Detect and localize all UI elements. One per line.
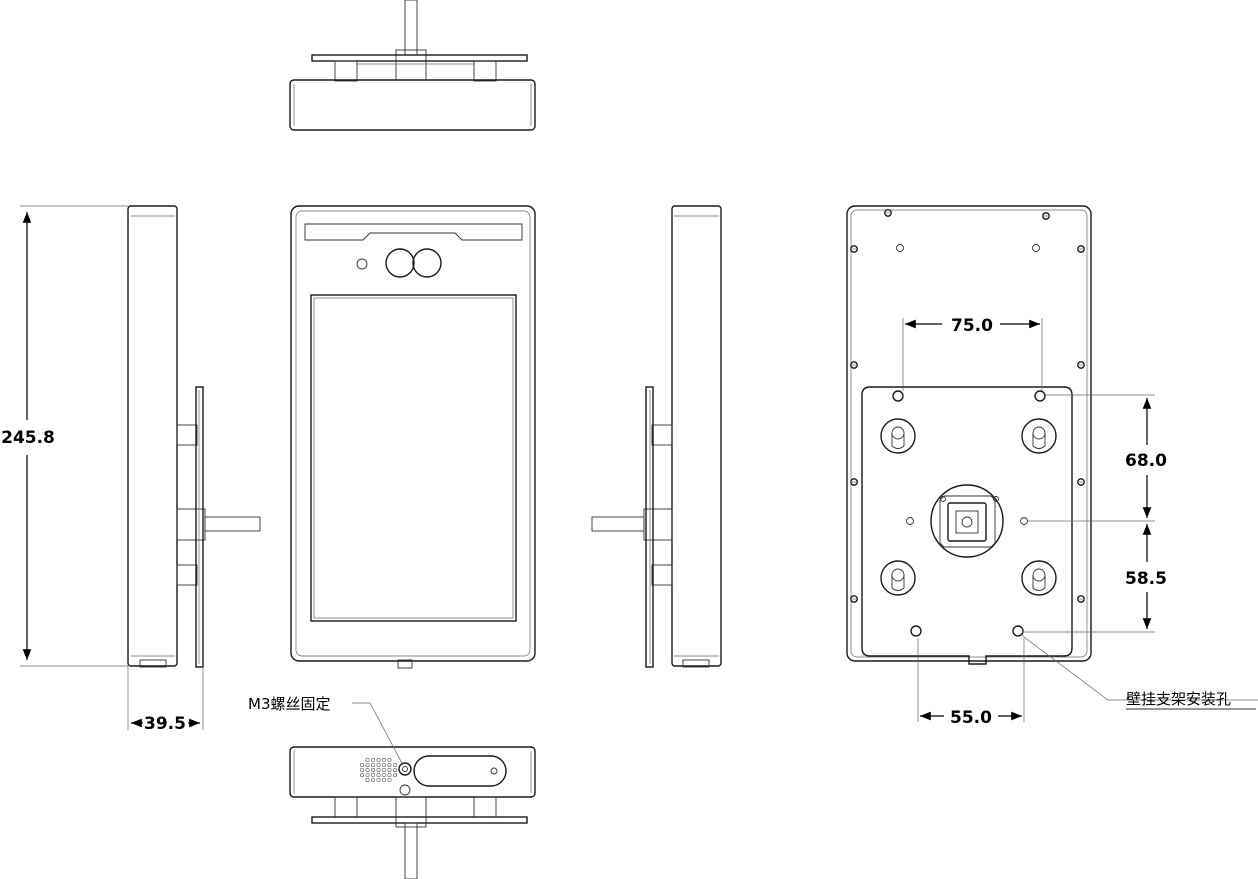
screw-icon (850, 478, 858, 486)
speaker-hole (370, 772, 376, 778)
speaker-hole (392, 762, 398, 768)
screw-icon (850, 245, 858, 253)
speaker-hole (392, 772, 398, 778)
screw-icon (850, 595, 858, 603)
screw-icon (1077, 478, 1085, 486)
bottom-view (289, 746, 536, 879)
left-side-view (127, 205, 261, 668)
speaker-hole (381, 767, 387, 773)
screw-icon (1077, 361, 1085, 369)
speaker-hole (387, 767, 392, 773)
speaker-hole (365, 762, 370, 768)
rear-view (846, 205, 1092, 665)
hole-horizontal-bottom-label: 55.0 (950, 708, 992, 728)
speaker-hole (387, 757, 392, 763)
speaker-hole (365, 757, 370, 763)
m3-screw-note: M3螺丝固定 (248, 695, 404, 766)
speaker-hole (370, 757, 376, 763)
wall-bracket-label: 壁挂支架安装孔 (1126, 690, 1231, 708)
dimension-hole-horizontal-top: 75.0 (902, 316, 1043, 391)
screw-icon (850, 361, 858, 369)
speaker-hole (376, 767, 381, 773)
dimension-height: 245.8 (1, 205, 128, 667)
height-dimension-label: 245.8 (1, 428, 55, 448)
keyhole-slot (880, 418, 916, 454)
speaker-hole (381, 777, 387, 783)
dimension-hole-horizontal-bottom: 55.0 (917, 638, 1025, 728)
speaker-hole (370, 762, 376, 768)
hole-vertical-lower-label: 58.5 (1125, 569, 1167, 589)
speaker-hole (381, 762, 387, 768)
dimension-hole-vertical: 68.0 58.5 (1022, 394, 1167, 633)
top-view (289, 0, 536, 131)
m3-screw-label: M3螺丝固定 (248, 695, 331, 713)
speaker-hole (381, 772, 387, 778)
speaker-hole (392, 767, 398, 773)
hole-vertical-upper-label: 68.0 (1125, 451, 1167, 471)
keyhole-slot (880, 560, 916, 596)
speaker-hole (370, 777, 376, 783)
speaker-hole (387, 762, 392, 768)
rear-screws (850, 209, 1085, 603)
speaker-hole (365, 767, 370, 773)
screw-icon (1077, 245, 1085, 253)
speaker-hole (359, 762, 365, 768)
speaker-hole (365, 777, 370, 783)
keyhole-slot (1021, 560, 1057, 596)
speaker-hole (370, 767, 376, 773)
right-side-view (591, 205, 722, 668)
speaker-hole (359, 767, 365, 773)
speaker-hole (365, 772, 370, 778)
speaker-hole (376, 762, 381, 768)
front-view (290, 205, 536, 669)
dimension-depth: 39.5 (127, 666, 204, 734)
keyhole-slot (1021, 418, 1057, 454)
speaker-hole (376, 772, 381, 778)
depth-dimension-label: 39.5 (144, 714, 186, 734)
wall-bracket-note: 壁挂支架安装孔 (1019, 633, 1258, 710)
speaker-hole (376, 777, 381, 783)
screw-icon (884, 209, 892, 217)
hole-horizontal-top-label: 75.0 (951, 316, 993, 336)
speaker-hole (359, 772, 365, 778)
speaker-hole (381, 757, 387, 763)
speaker-hole (387, 777, 392, 783)
screw-icon (1042, 212, 1050, 220)
speaker-hole (387, 772, 392, 778)
speaker-hole (376, 757, 381, 763)
keyhole-slots (880, 418, 1057, 596)
speaker-grille (359, 757, 398, 783)
screw-icon (1077, 595, 1085, 603)
